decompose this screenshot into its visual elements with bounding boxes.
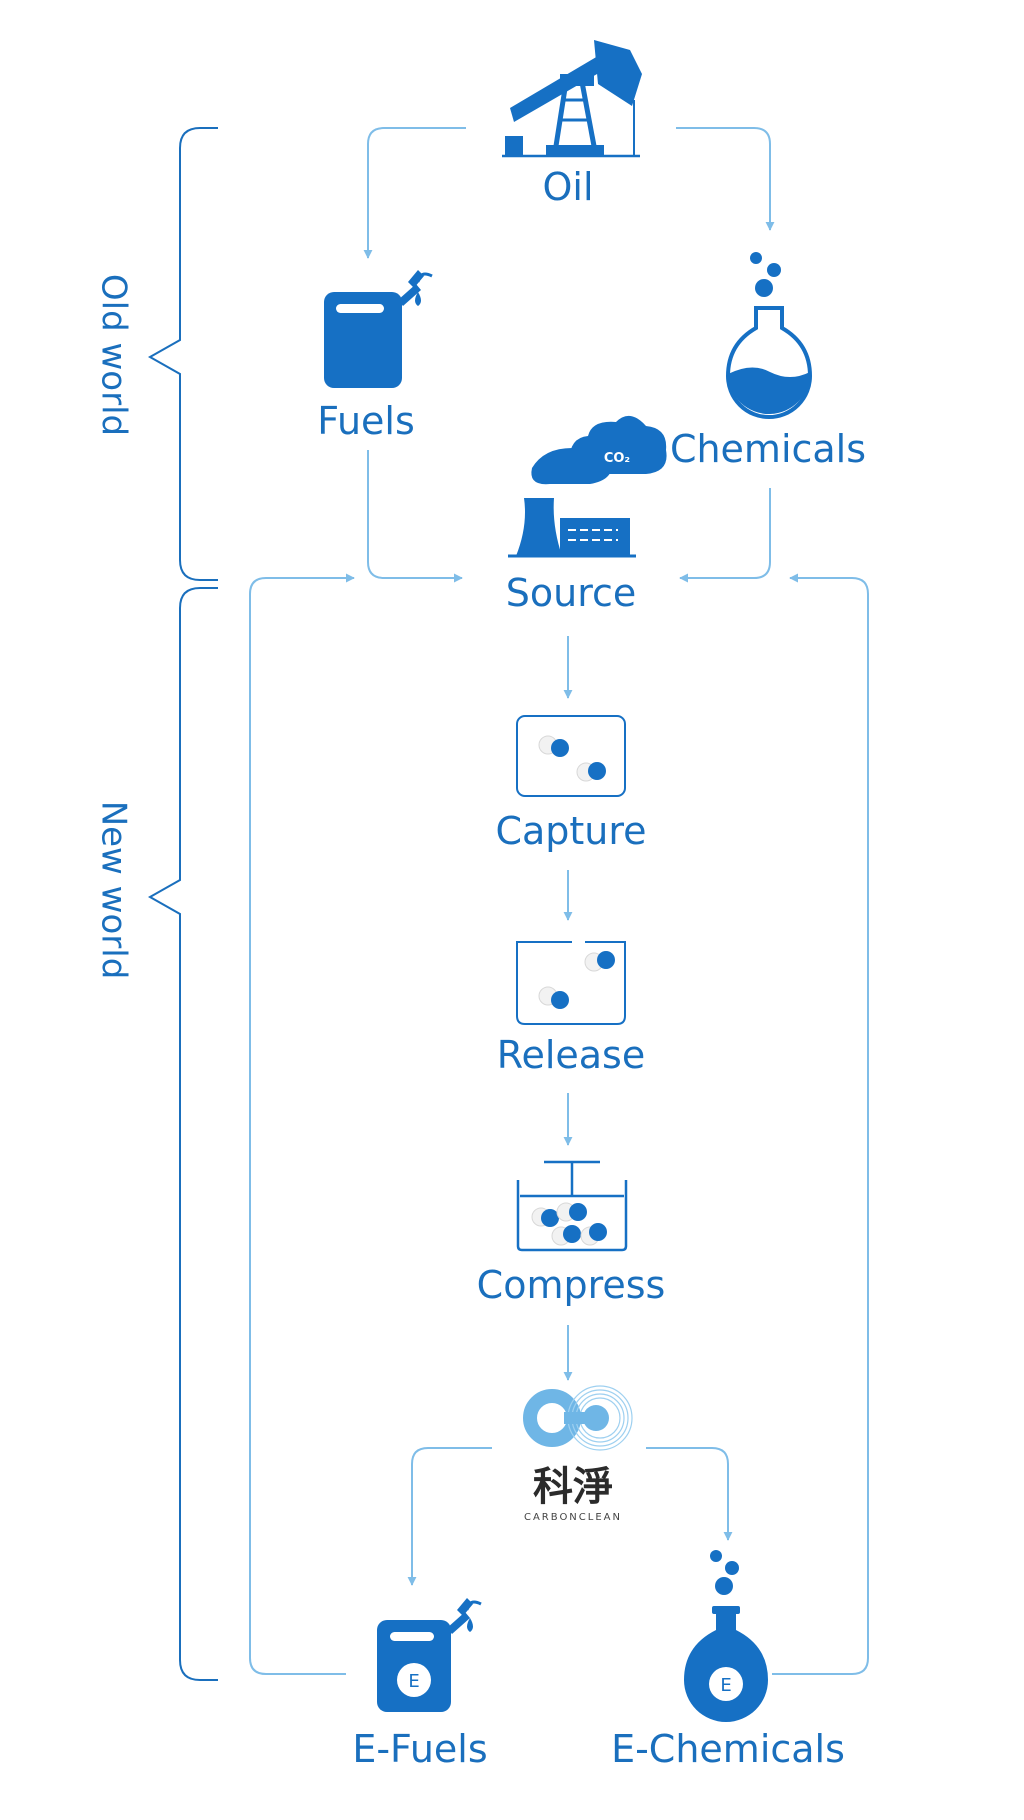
- oil-node: Oil: [502, 40, 642, 209]
- e-chemistry-flask-icon: E: [684, 1550, 768, 1722]
- compress-node: Compress: [477, 1160, 666, 1307]
- old-world-group: Old world: [94, 127, 218, 581]
- e-chemicals-node: E E-Chemicals: [611, 1550, 845, 1771]
- chemicals-label: Chemicals: [670, 427, 866, 471]
- fuels-label: Fuels: [317, 399, 415, 443]
- chemistry-flask-icon: [725, 252, 813, 419]
- capture-label: Capture: [495, 809, 646, 853]
- e-fuels-badge: E: [408, 1671, 419, 1692]
- arrow-oil-to-chemicals: [676, 127, 775, 231]
- power-plant-icon: CO₂: [508, 415, 667, 558]
- co2-badge: CO₂: [604, 451, 630, 466]
- old-world-label: Old world: [94, 274, 134, 436]
- fuel-jerrycan-icon: [324, 270, 433, 388]
- compress-piston-icon: [516, 1160, 628, 1252]
- new-world-label: New world: [94, 801, 134, 980]
- carbonclean-chinese-text: 科淨: [533, 1464, 613, 1510]
- arrow-carbonclean-to-echemicals: [646, 1447, 733, 1541]
- new-world-group: New world: [94, 587, 218, 1681]
- fuels-node: Fuels: [317, 270, 433, 443]
- old-world-brace: [147, 127, 218, 581]
- release-molecules-icon: [516, 941, 626, 1025]
- capture-node: Capture: [495, 715, 647, 853]
- release-label: Release: [497, 1033, 645, 1077]
- carbonclean-logo: 科淨 CARBONCLEAN: [523, 1385, 633, 1523]
- e-chemicals-badge: E: [720, 1675, 731, 1696]
- source-label: Source: [506, 571, 637, 615]
- carbonclean-logo-mark: [523, 1385, 633, 1451]
- new-world-brace: [147, 587, 218, 1681]
- e-chemicals-label: E-Chemicals: [611, 1727, 845, 1771]
- compress-label: Compress: [477, 1263, 666, 1307]
- oil-pump-icon: [502, 40, 642, 158]
- source-node: CO₂ Source: [506, 415, 667, 615]
- release-node: Release: [497, 941, 645, 1077]
- e-fuels-label: E-Fuels: [352, 1727, 487, 1771]
- arrow-echemicals-recycle-to-source: [772, 573, 869, 1675]
- chemicals-node: Chemicals: [670, 252, 866, 471]
- flow-connectors: [249, 127, 869, 1675]
- oil-label: Oil: [542, 165, 593, 209]
- carbonclean-wordmark: CARBONCLEAN: [524, 1512, 622, 1523]
- arrow-chemicals-to-source: [679, 488, 771, 583]
- arrow-efuels-recycle-to-source: [249, 573, 355, 1675]
- capture-molecules-icon: [516, 715, 626, 797]
- e-fuel-jerrycan-icon: E: [377, 1598, 482, 1712]
- e-fuels-node: E E-Fuels: [352, 1598, 488, 1771]
- arrow-oil-to-fuels: [363, 127, 466, 259]
- arrow-carbonclean-to-efuels: [407, 1447, 492, 1586]
- arrow-fuels-to-source: [367, 450, 463, 583]
